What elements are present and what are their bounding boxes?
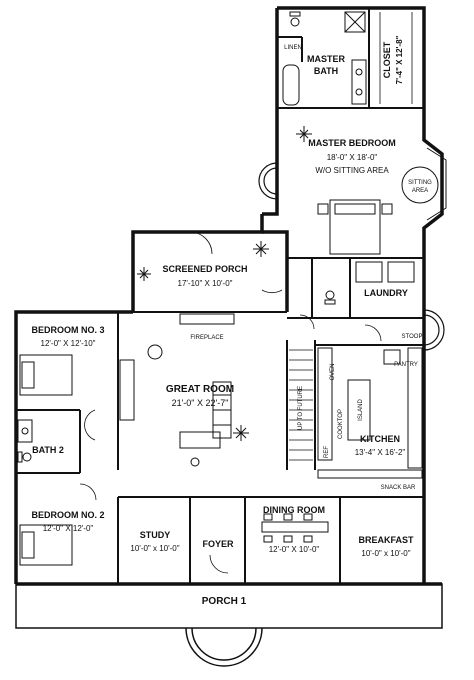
breakfast-dims: 10'-0" x 10'-0" [361, 549, 410, 558]
bedroom3-label: BEDROOM NO. 3 [31, 325, 104, 335]
vanities [17, 59, 367, 443]
oven-label: OVEN [330, 363, 336, 380]
master-bedroom-dims: 18'-0" X 18'-0" [327, 153, 378, 162]
master-bed [317, 199, 393, 255]
bedroom2-bed [19, 524, 73, 566]
shower [344, 11, 366, 33]
porch1-label: PORCH 1 [202, 596, 247, 607]
great-room-furniture [119, 313, 235, 467]
interior-walls [16, 8, 424, 584]
side-arches [258, 162, 445, 351]
closet-dims: 7'-4" X 12'-8" [395, 35, 404, 84]
laundry-label: LAUNDRY [364, 288, 408, 298]
master-bedroom-label: MASTER BEDROOM [308, 138, 396, 148]
linen-label: LINEN [284, 45, 302, 51]
front-porch-outline [15, 583, 443, 667]
bath2-label: BATH 2 [32, 445, 64, 455]
master-bath-label: MASTER [307, 54, 346, 64]
door-swings [79, 231, 382, 574]
great-room-dims: 21'-0" X 22'-7" [172, 398, 229, 408]
kitchen-fixtures [317, 347, 423, 479]
bedroom2-dims: 12'-0" X 12'-0" [43, 524, 94, 533]
bedroom3-bed [19, 354, 73, 396]
bay-window [426, 147, 447, 221]
fireplace-label: FIREPLACE [190, 335, 223, 341]
cooktop-label: COOKTOP [338, 409, 344, 439]
stair-label: UP TO FUTURE [298, 386, 304, 430]
dining-table [261, 513, 329, 543]
great-room-label: GREAT ROOM [166, 384, 234, 395]
sitting-area-label: SITTING [408, 180, 432, 186]
ref-label: REF [324, 446, 330, 458]
island-label: ISLAND [358, 399, 364, 421]
exterior-walls [14, 6, 444, 586]
master-bath-label-2: BATH [314, 66, 338, 76]
snack-bar-label: SNACK BAR [381, 485, 416, 491]
screened-porch-dims: 17'-10" X 10'-0" [178, 279, 233, 288]
stair [289, 349, 313, 461]
master-bedroom-note: W/O SITTING AREA [315, 166, 389, 175]
sitting-area-circle [401, 166, 439, 204]
breakfast-label: BREAKFAST [358, 535, 414, 545]
toilet-fixtures [17, 11, 336, 463]
kitchen-dims: 13'-4" X 16'-2" [355, 448, 406, 457]
kitchen-label: KITCHEN [360, 434, 400, 444]
dining-room-label: DINING ROOM [263, 505, 325, 515]
bathtub [282, 64, 300, 106]
plants [137, 126, 312, 441]
closet-label: CLOSET [382, 41, 392, 78]
study-dims: 10'-0" x 10'-0" [130, 544, 179, 553]
stoop-label: STOOP [402, 334, 423, 340]
sitting-area-label-2: AREA [412, 188, 428, 194]
closet-rod [379, 12, 413, 104]
foyer-label: FOYER [202, 539, 234, 549]
washer-dryer [355, 261, 415, 283]
bedroom3-dims: 12'-0" X 12'-10" [41, 339, 96, 348]
pantry-label: PANTRY [394, 362, 418, 368]
dining-room-dims: 12'-0" X 10'-0" [269, 545, 320, 554]
bedroom2-label: BEDROOM NO. 2 [31, 510, 104, 520]
study-label: STUDY [140, 530, 171, 540]
screened-porch-label: SCREENED PORCH [162, 264, 247, 274]
